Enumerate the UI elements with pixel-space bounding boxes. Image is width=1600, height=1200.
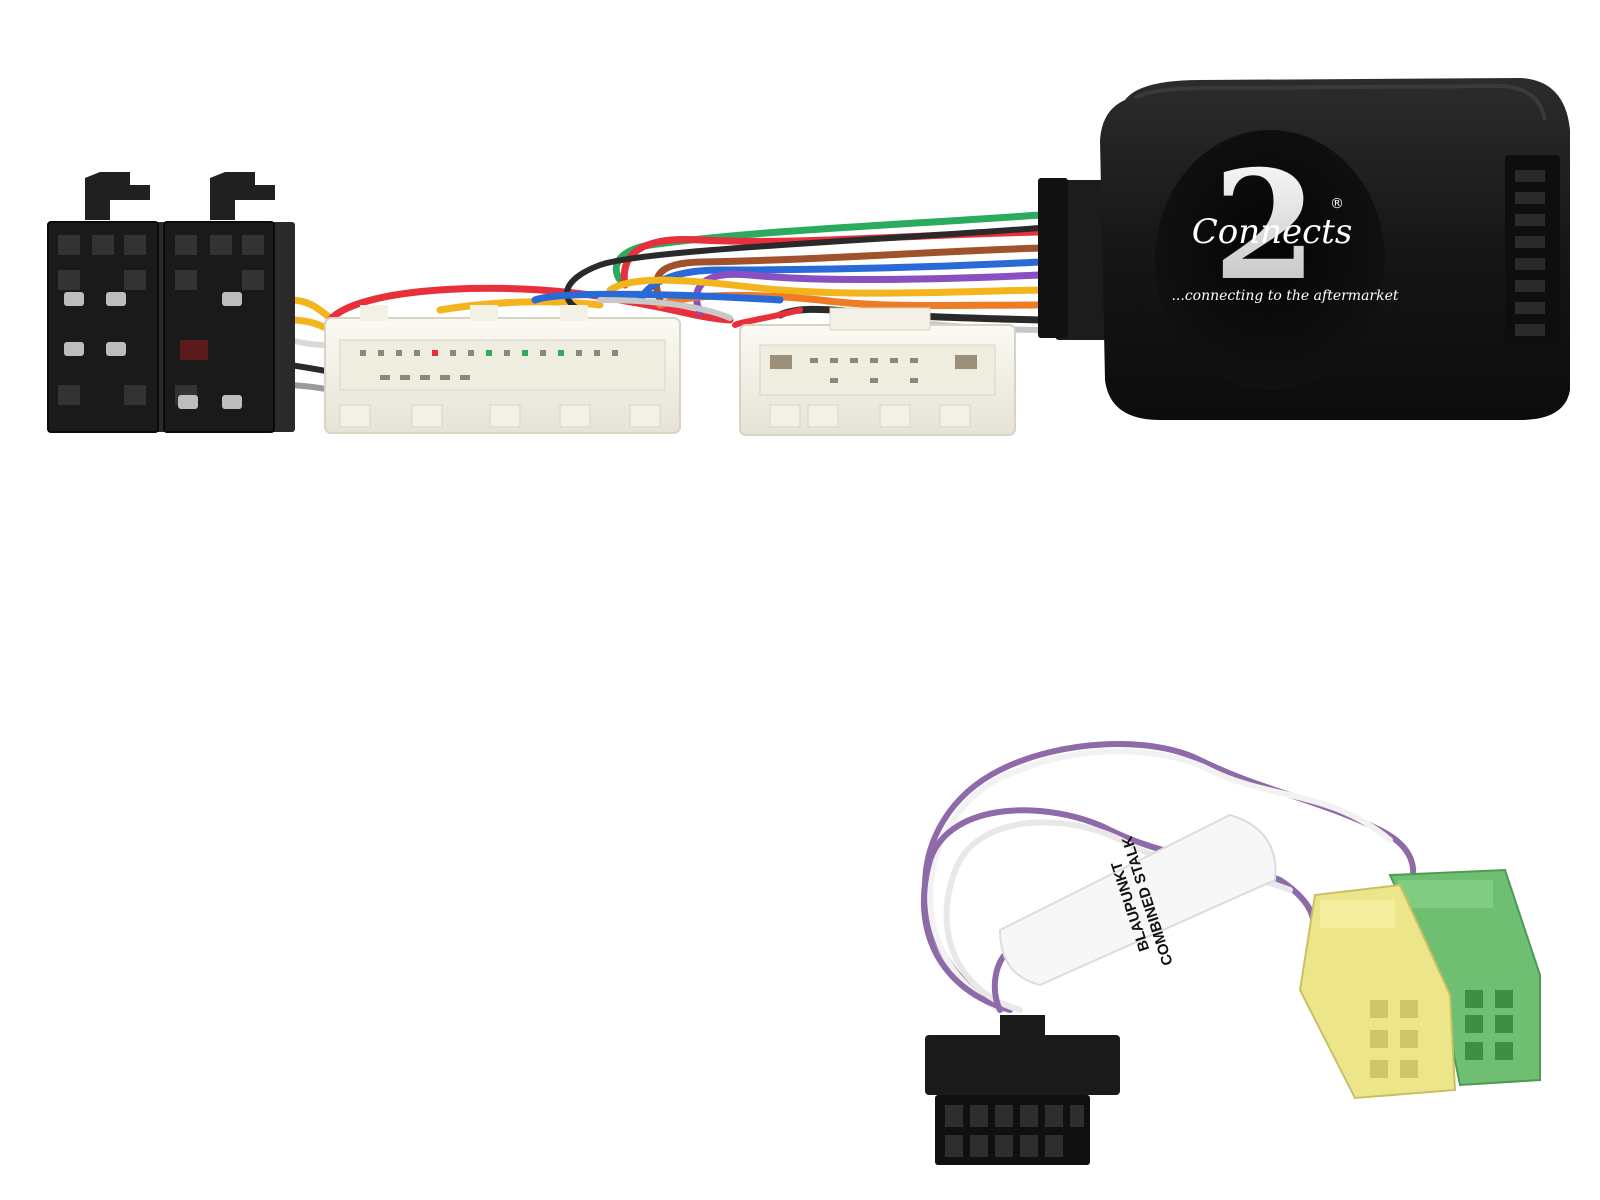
black-patch-plug [925,1015,1120,1165]
logo-numeral: 2 [1213,138,1317,314]
interface-box [1038,78,1570,420]
logo-wordmark: Connects [1192,212,1353,252]
logo-tagline: ...connecting to the aftermarket [1171,288,1398,304]
vehicle-connector-large [324,305,681,434]
registered-mark: ® [1330,196,1344,212]
patch-lead-tag: BLAUPUNKT COMBINED STALK [998,813,1277,987]
connects2-logo: 2 Connects ® ...connecting to the afterm… [1171,138,1398,314]
vehicle-connector-small [739,307,1016,436]
mini-iso-connector [1298,868,1541,1100]
harness-wires [286,211,1044,393]
iso-connector-block [47,172,295,433]
